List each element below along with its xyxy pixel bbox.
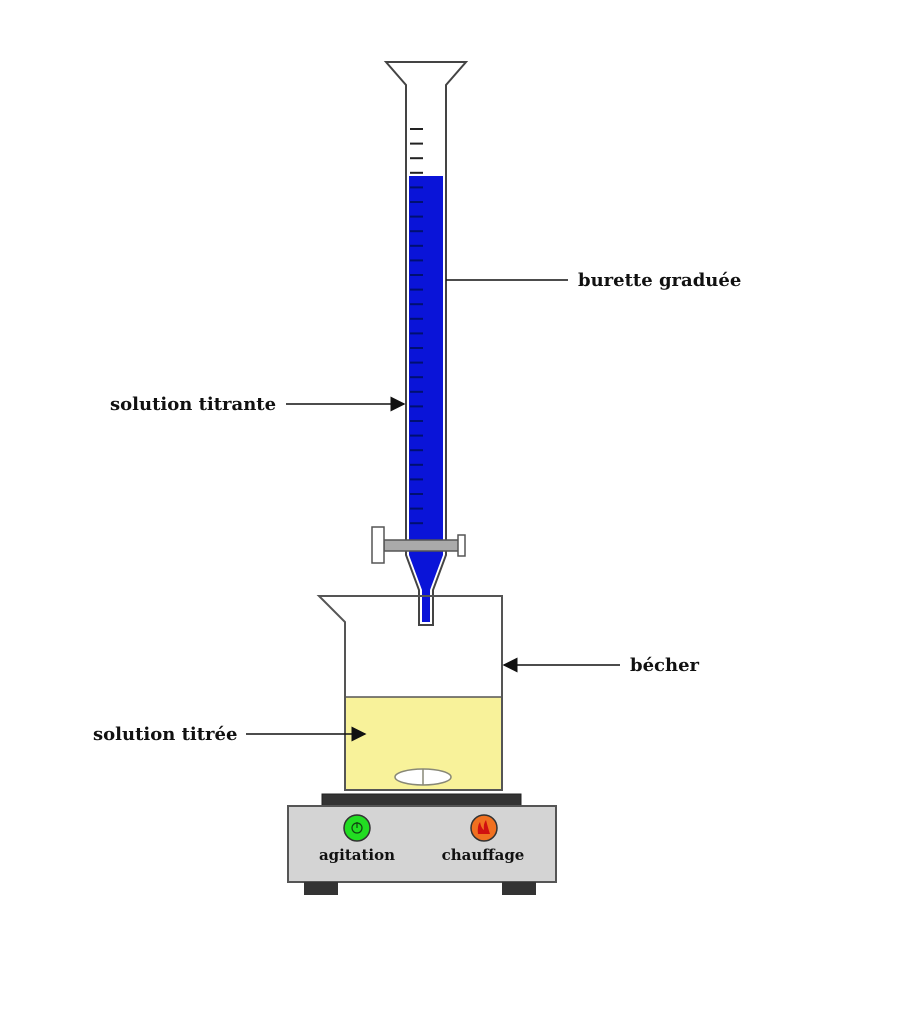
titrant-label: solution titrante [110, 394, 276, 415]
graduation-marks [410, 128, 423, 525]
heat-button[interactable] [470, 814, 498, 842]
stopcock [371, 526, 466, 564]
beaker [316, 595, 503, 791]
titrated-label: solution titrée [93, 724, 237, 745]
stir-button[interactable] [343, 814, 371, 842]
stir-bar [394, 768, 452, 786]
titrant-liquid [409, 176, 443, 622]
flame-icon [477, 820, 490, 834]
stir-label: agitation [319, 846, 395, 864]
beaker-label: bécher [630, 655, 700, 676]
burette [371, 61, 469, 626]
hotplate: agitation chauffage [287, 793, 557, 895]
burette-label: burette graduée [578, 270, 741, 291]
heat-label: chauffage [442, 846, 525, 864]
